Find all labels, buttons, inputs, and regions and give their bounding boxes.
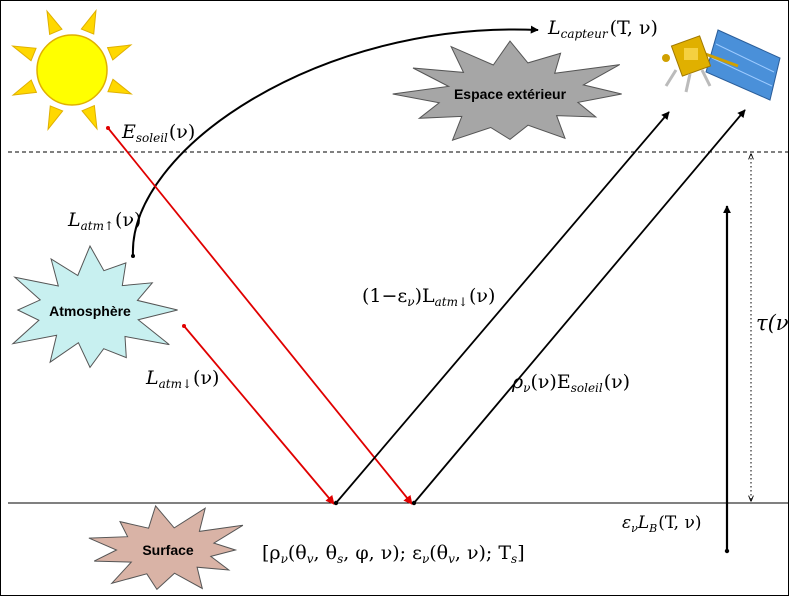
- emission-eq: ενLB(T, ν): [622, 513, 701, 535]
- surface-label: Surface: [142, 542, 194, 558]
- sun-icon: [11, 9, 133, 131]
- sun-ray: [11, 79, 38, 96]
- atm-downward-path: [183, 325, 335, 505]
- solar-incident-origin: [106, 126, 110, 130]
- space-label: Espace extérieur: [454, 86, 567, 102]
- sun-ray: [106, 44, 133, 61]
- reflected-atm-origin: [333, 500, 339, 506]
- satellite-icon: [662, 29, 781, 101]
- solar-incident-path: [107, 127, 413, 505]
- sun-ray: [81, 104, 98, 131]
- sun-ray: [46, 9, 63, 36]
- sun-ray: [47, 105, 64, 131]
- reflected-atm-path: [335, 111, 670, 504]
- atmosphere-label: Atmosphère: [49, 303, 131, 319]
- atm-downward-origin: [182, 324, 186, 328]
- sensor-radiance-eq: Lcapteur(T, ν): [547, 17, 658, 41]
- tau-eq: τ(ν: [756, 311, 789, 335]
- solar-irradiance-eq: Esoleil(ν): [121, 121, 195, 145]
- surface-emission-origin: [724, 548, 730, 554]
- atm-upward-eq: Latm↑(ν): [67, 209, 141, 233]
- reflected-solar-eq: ρν(ν)Esoleil(ν): [511, 371, 630, 395]
- sun-ray: [107, 78, 133, 95]
- reflected-solar-path: [413, 109, 746, 504]
- sun-ray: [11, 45, 37, 62]
- atmosphere-burst: Atmosphère: [11, 244, 178, 369]
- surface-params-eq: [ρν(θv, θs, φ, ν); εν(θv, ν); Ts]: [262, 542, 525, 566]
- space-burst: Espace extérieur: [392, 40, 622, 142]
- atm-upward-path: [131, 25, 539, 257]
- surface-burst: Surface: [88, 504, 244, 591]
- reflected-solar-origin: [411, 500, 417, 506]
- atm-downward-eq: Latm↓(ν): [145, 367, 219, 391]
- sun-ray: [80, 9, 97, 35]
- atm-upward-origin: [131, 254, 135, 258]
- reflected-atm-eq: (1−εν)Latm↓(ν): [362, 285, 495, 309]
